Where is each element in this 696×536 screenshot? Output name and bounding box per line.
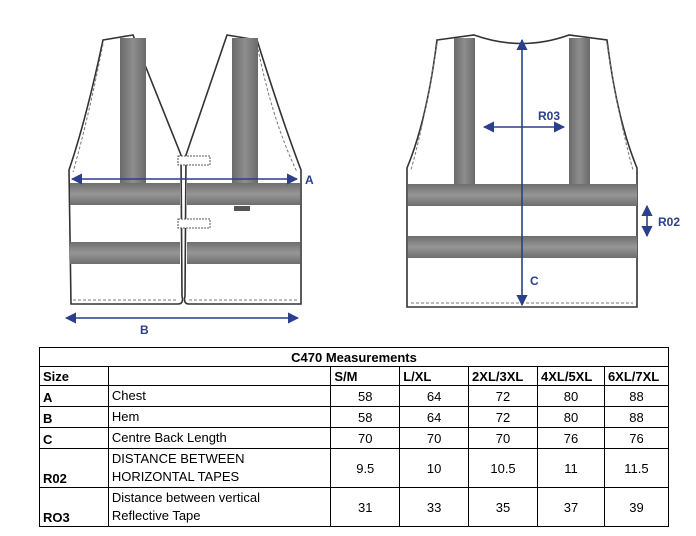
row-value: 88	[603, 406, 670, 428]
row-value: 35	[468, 487, 538, 527]
row-value: 70	[399, 427, 470, 449]
header-cell: 2XL/3XL	[468, 366, 538, 386]
row-description: Chest	[107, 385, 332, 407]
row-description-line: HORIZONTAL TAPES	[111, 469, 240, 484]
header-cell: Size	[39, 366, 109, 386]
table-header-row: Size S/M L/XL 2XL/3XL 4XL/5XL 6XL/7XL	[39, 366, 670, 386]
row-code: R02	[39, 448, 109, 488]
label-r03: R03	[538, 109, 561, 123]
row-description: DISTANCE BETWEEN HORIZONTAL TAPES	[107, 448, 332, 488]
row-value: 80	[537, 385, 605, 407]
row-value: 70	[330, 427, 401, 449]
row-description: Hem	[107, 406, 332, 428]
row-code: RO3	[39, 487, 109, 527]
row-value: 72	[468, 385, 538, 407]
row-value: 64	[399, 406, 470, 428]
row-value: 70	[468, 427, 538, 449]
table-row: C Centre Back Length 70 70 70 76 76	[39, 427, 670, 449]
label-r02: R02	[658, 215, 681, 229]
row-value: 10	[399, 448, 470, 488]
table-title-row: C470 Measurements	[39, 347, 669, 367]
front-upper-tape-right	[187, 183, 300, 205]
row-code: A	[39, 385, 109, 407]
table-row: B Hem 58 64 72 80 88	[39, 406, 670, 428]
table-row: RO3 Distance between vertical Reflective…	[39, 487, 670, 527]
front-vest	[68, 34, 302, 305]
front-left-vertical-tape	[120, 38, 146, 183]
label-b: B	[140, 323, 149, 337]
header-cell: 4XL/5XL	[537, 366, 605, 386]
table-title: C470 Measurements	[39, 347, 669, 367]
row-value: 88	[603, 385, 670, 407]
row-value: 11.5	[603, 448, 670, 488]
front-lower-tape-left	[70, 242, 180, 264]
row-value: 9.5	[330, 448, 401, 488]
header-cell: 6XL/7XL	[603, 366, 670, 386]
table-row: A Chest 58 64 72 80 88	[39, 385, 670, 407]
row-value: 64	[399, 385, 470, 407]
back-left-vertical-tape	[454, 38, 475, 184]
row-value: 76	[603, 427, 670, 449]
front-right-vertical-tape	[232, 38, 258, 183]
back-right-vertical-tape	[569, 38, 590, 184]
row-value: 58	[330, 385, 401, 407]
row-description-line: Reflective Tape	[111, 508, 201, 523]
row-code: C	[39, 427, 109, 449]
row-value: 80	[537, 406, 605, 428]
measurements-table: C470 Measurements Size S/M L/XL 2XL/3XL …	[39, 347, 670, 527]
row-description-line: Distance between vertical	[111, 490, 260, 505]
row-description: Distance between vertical Reflective Tap…	[107, 487, 332, 527]
row-value: 76	[537, 427, 605, 449]
vest-measurement-diagram	[64, 34, 653, 324]
label-c: C	[530, 274, 539, 288]
row-description-line: DISTANCE BETWEEN	[111, 451, 245, 466]
row-value: 37	[537, 487, 605, 527]
row-value: 72	[468, 406, 538, 428]
row-value: 10.5	[468, 448, 538, 488]
header-cell: L/XL	[399, 366, 470, 386]
front-upper-tape-left	[70, 183, 180, 205]
row-value: 33	[399, 487, 470, 527]
header-cell	[107, 366, 332, 386]
row-description: Centre Back Length	[107, 427, 332, 449]
header-cell: S/M	[330, 366, 401, 386]
table-row: R02 DISTANCE BETWEEN HORIZONTAL TAPES 9.…	[39, 448, 670, 488]
row-value: 31	[330, 487, 401, 527]
row-value: 39	[603, 487, 670, 527]
front-lower-tape-right	[187, 242, 300, 264]
row-code: B	[39, 406, 109, 428]
label-a: A	[305, 173, 314, 187]
row-value: 11	[537, 448, 605, 488]
row-value: 58	[330, 406, 401, 428]
